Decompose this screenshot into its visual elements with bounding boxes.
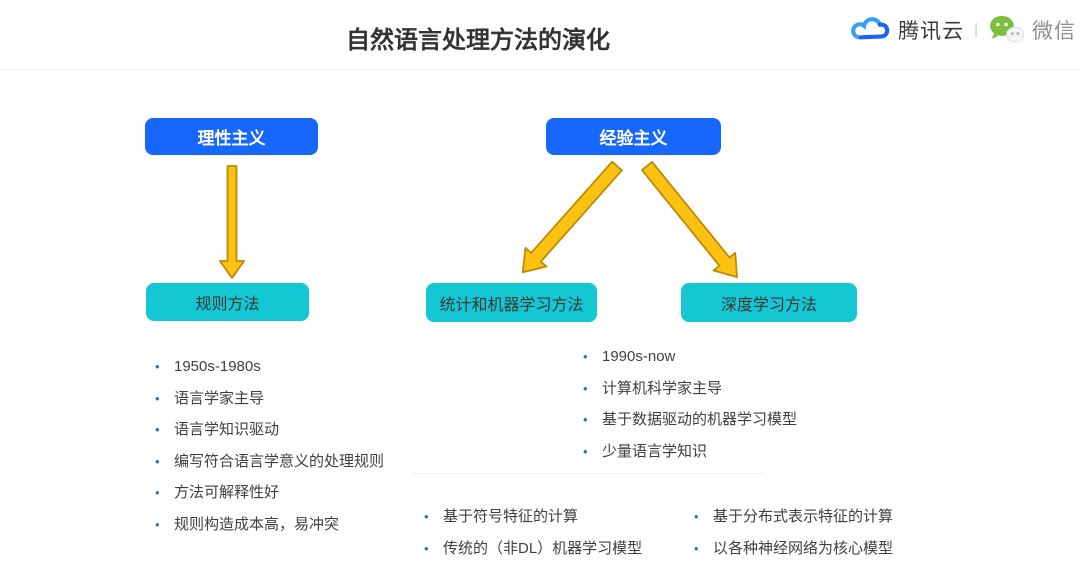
- wechat-icon: [990, 15, 1025, 45]
- list-item: 编写符合语言学意义的处理规则: [155, 446, 384, 478]
- node-rule-method: 规则方法: [146, 283, 309, 321]
- list-item: 以各种神经网络为核心模型: [694, 533, 893, 565]
- statistical-ml-list: 基于符号特征的计算 传统的（非DL）机器学习模型: [424, 501, 642, 565]
- deep-learning-list: 基于分布式表示特征的计算 以各种神经网络为核心模型: [694, 501, 893, 565]
- page-title: 自然语言处理方法的演化: [346, 27, 610, 54]
- node-statistical-ml: 统计和机器学习方法: [426, 283, 597, 322]
- header-divider: [0, 69, 1080, 70]
- empiricism-shared-list: 1990s-now 计算机科学家主导 基于数据驱动的机器学习模型 少量语言学知识: [583, 341, 797, 467]
- list-item: 语言学知识驱动: [155, 414, 384, 446]
- arrow-empiricism-to-deep: [641, 161, 738, 279]
- list-item: 语言学家主导: [155, 383, 384, 415]
- node-deep-learning: 深度学习方法: [681, 283, 857, 322]
- list-item: 计算机科学家主导: [583, 373, 797, 405]
- list-item: 基于符号特征的计算: [424, 501, 642, 533]
- list-item: 方法可解释性好: [155, 477, 384, 509]
- list-item: 1950s-1980s: [155, 351, 384, 383]
- brand-area: 腾讯云 | 微信: [850, 14, 1076, 45]
- list-item: 规则构造成本高，易冲突: [155, 509, 384, 541]
- tencent-cloud-icon: [851, 16, 890, 39]
- node-rationalism: 理性主义: [145, 118, 318, 155]
- arrow-rationalism-to-rule: [219, 165, 245, 279]
- wechat-label: 微信: [1032, 19, 1076, 43]
- node-empiricism: 经验主义: [546, 118, 721, 155]
- list-item: 少量语言学知识: [583, 436, 797, 468]
- list-item: 1990s-now: [583, 341, 797, 373]
- arrow-empiricism-to-statml: [521, 160, 623, 274]
- middle-divider: [413, 473, 765, 474]
- list-item: 基于数据驱动的机器学习模型: [583, 404, 797, 436]
- list-item: 传统的（非DL）机器学习模型: [424, 533, 642, 565]
- rule-method-list: 1950s-1980s 语言学家主导 语言学知识驱动 编写符合语言学意义的处理规…: [155, 351, 384, 540]
- brand-separator: |: [974, 21, 978, 38]
- list-item: 基于分布式表示特征的计算: [694, 501, 893, 533]
- tencent-cloud-label: 腾讯云: [898, 19, 965, 43]
